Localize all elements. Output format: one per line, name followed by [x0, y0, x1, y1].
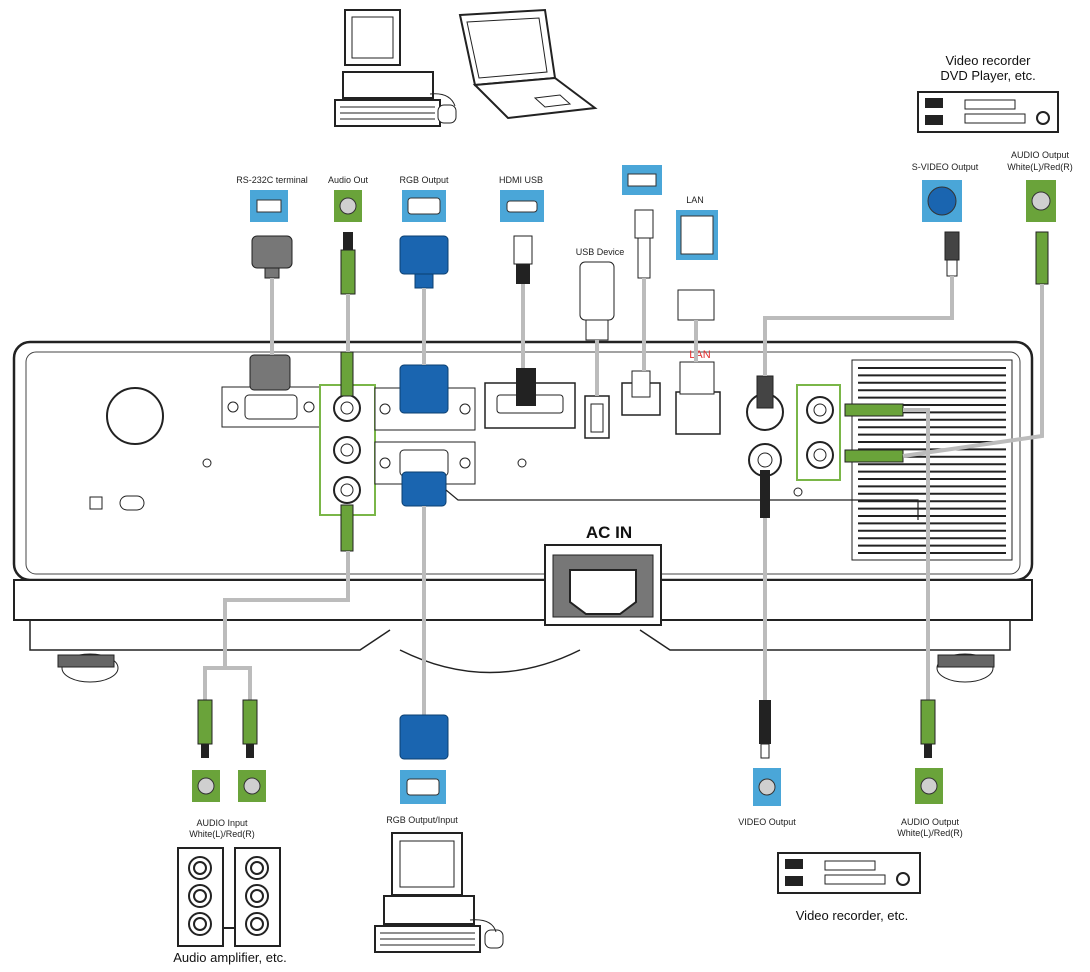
audio-output-top-sub-label: White(L)/Red(R) — [1007, 162, 1073, 172]
video-output-box — [753, 768, 781, 806]
video-recorder-top — [917, 91, 1059, 133]
audio-output-top-label: AUDIO Output — [1011, 150, 1070, 160]
audio-output-bottom-plug — [920, 699, 936, 758]
usb-device-label: USB Device — [576, 247, 625, 257]
projector-rgb-in1-port — [374, 364, 476, 431]
rs232c-cable-connector — [251, 235, 293, 279]
hdmi-cable-connector — [513, 235, 533, 284]
s-video-port-box — [922, 180, 962, 222]
audio-output-top-plug — [1035, 231, 1049, 285]
lan-cable-connector — [677, 289, 715, 321]
audio-out-label: Audio Out — [328, 175, 369, 185]
video-recorder-bottom-label: Video recorder, etc. — [796, 908, 909, 923]
rgb-output-port-box — [402, 190, 446, 222]
ac-in-label: AC IN — [586, 523, 632, 542]
audio-output-bottom-label: AUDIO Output — [901, 817, 960, 827]
video-recorder-top-label: Video recorder — [945, 53, 1031, 68]
projector-hdmi-port — [484, 368, 576, 429]
rgb-output-input-box — [400, 770, 446, 804]
audio-input-label: AUDIO Input — [196, 818, 248, 828]
projector-video-port — [748, 443, 782, 518]
audio-output-top-port-box — [1026, 180, 1056, 222]
lan-port-box — [676, 210, 718, 260]
dvd-player-label: DVD Player, etc. — [940, 68, 1035, 83]
video-output-plug — [759, 700, 771, 759]
rs232c-terminal-label: RS-232C terminal — [236, 175, 308, 185]
lan-top-label: LAN — [686, 195, 704, 205]
rgb-input-cable-connector — [399, 714, 449, 760]
audio-out-port-box — [334, 190, 362, 222]
desktop-computer-bottom — [374, 832, 504, 953]
projector-usb-a-port — [584, 395, 610, 439]
audio-input-white-box — [192, 770, 220, 802]
audio-out-plug — [340, 232, 356, 295]
projector-s-video-port — [746, 375, 784, 431]
laptop-computer-top — [458, 8, 598, 120]
s-video-cable-plug — [944, 231, 960, 277]
audio-amplifier — [177, 847, 281, 947]
s-video-output-label: S-VIDEO Output — [912, 162, 979, 172]
rgb-output-cable-connector — [399, 235, 449, 289]
projector-rs232c-port — [221, 354, 321, 428]
usb-device-stick — [579, 261, 615, 341]
desktop-computer-top — [334, 9, 457, 127]
hdmi-usb-label: HDMI USB — [499, 175, 543, 185]
projector-speaker — [89, 387, 212, 511]
rgb-output-label: RGB Output — [399, 175, 449, 185]
projector-lan-port — [675, 361, 721, 435]
audio-input-sub-label: White(L)/Red(R) — [189, 829, 255, 839]
rs232c-port-box — [250, 190, 288, 222]
cables — [203, 276, 1044, 715]
audio-input-red-box — [238, 770, 266, 802]
projector-audio-in-jacks — [793, 384, 904, 497]
audio-output-bottom-box — [915, 768, 943, 804]
projector-ac-in — [544, 544, 662, 626]
hdmi-port-box — [500, 190, 544, 222]
audio-output-bottom-sub-label: White(L)/Red(R) — [897, 828, 963, 838]
audio-input-plug-red — [242, 699, 258, 758]
projector-rgb-in2-out-port — [374, 441, 527, 507]
audio-input-plug-white — [197, 699, 213, 758]
audio-amplifier-label: Audio amplifier, etc. — [173, 950, 286, 965]
usb-cable-connector — [634, 209, 654, 279]
projector-mini-usb-port — [621, 370, 661, 416]
lan-port-label: LAN — [689, 349, 710, 361]
video-output-label: VIDEO Output — [738, 817, 796, 827]
usb-port-box — [622, 165, 662, 195]
rgb-output-input-label: RGB Output/Input — [386, 815, 458, 825]
video-recorder-bottom — [777, 852, 921, 894]
